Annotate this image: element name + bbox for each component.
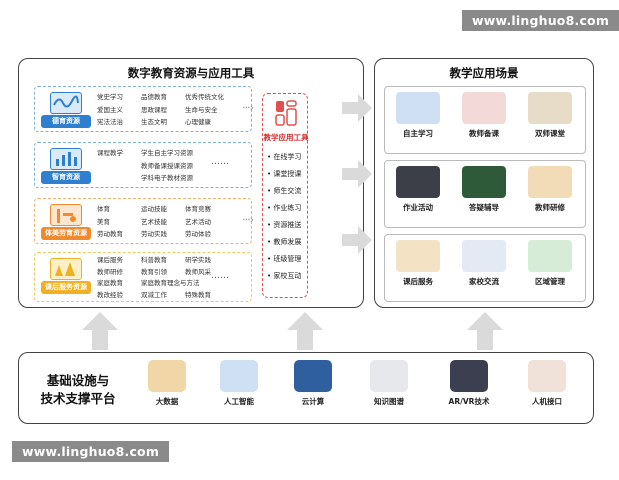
tool-item: 师生交流 [267, 186, 301, 196]
ai-icon [220, 360, 258, 392]
after-school-resource-icon: 课后服务资源 [41, 258, 91, 294]
tool-item: 课堂授课 [267, 169, 301, 179]
regional-management-icon [528, 240, 572, 272]
tool-item: 教师发展 [267, 237, 301, 247]
ar-vr-icon [450, 360, 488, 392]
tutoring-icon [462, 166, 506, 198]
resource-after-school: 课后服务资源 课后服务科普教育研学实践 教师研修教育引领教师风采 家庭教育家庭教… [34, 252, 252, 302]
pe-art-labor-resource-icon: 体美劳育资源 [41, 204, 91, 240]
scene-dual-teacher: 双师课堂 [518, 92, 582, 139]
lesson-prep-icon [462, 92, 506, 124]
self-study-icon [396, 92, 440, 124]
tools-title: 教学应用工具 [263, 133, 309, 142]
scene-lesson-prep: 教师备课 [452, 92, 516, 139]
dotted-arrow-icon: ···› [242, 101, 254, 114]
tool-item: 家校互动 [267, 271, 301, 281]
resource-label: 德育资源 [41, 115, 91, 128]
teaching-tools-box: 教学应用工具 在线学习 课堂授课 师生交流 作业练习 资源推送 教师发展 班级管… [262, 93, 309, 298]
resource-pe-art-labor: 体美劳育资源 体育运动技能体育竞赛 美育艺术技能艺术活动 劳动教育劳动实践劳动体… [34, 198, 254, 244]
after-school-icon [396, 240, 440, 272]
tool-item: 在线学习 [267, 152, 301, 162]
resource-label: 智育资源 [41, 171, 91, 184]
resource-items: 课程教学学生自主学习资源 教师备课授课资源 学科电子教材资源 [97, 149, 193, 182]
big-data-icon [148, 360, 186, 392]
resource-intellectual: 智育资源 课程教学学生自主学习资源 教师备课授课资源 学科电子教材资源 …… [34, 142, 252, 188]
dotted-arrow-icon: ···› [242, 213, 254, 226]
infrastructure-title: 基础设施与技术支撑平台 [40, 373, 116, 406]
human-machine-interface-icon [528, 360, 566, 392]
ellipsis: …… [211, 157, 229, 167]
ellipsis: …… [211, 271, 229, 281]
base-ai: 人工智能 [206, 360, 272, 407]
scene-regional: 区域管理 [518, 240, 582, 287]
base-big-data: 大数据 [134, 360, 200, 407]
up-arrow-icon [467, 312, 503, 350]
tool-item: 资源推送 [267, 220, 301, 230]
homework-icon [396, 166, 440, 198]
scene-homework: 作业活动 [386, 166, 450, 213]
base-ar-vr: AR/VR技术 [436, 360, 502, 407]
home-school-icon [462, 240, 506, 272]
right-arrow-icon [342, 160, 372, 188]
resource-items: 体育运动技能体育竞赛 美育艺术技能艺术活动 劳动教育劳动实践劳动体验 [97, 205, 211, 238]
tool-item: 作业练习 [267, 203, 301, 213]
intellectual-resource-icon: 智育资源 [41, 148, 91, 184]
teacher-training-icon [528, 166, 572, 198]
scene-self-study: 自主学习 [386, 92, 450, 139]
resource-label: 课后服务资源 [41, 281, 91, 294]
watermark-bottom: www.linghuo8.com [12, 441, 170, 462]
resource-label: 体美劳育资源 [41, 227, 91, 240]
resource-moral: 德育资源 党史学习品德教育优秀传统文化 爱国主义思政课程生命与安全 宪法法治生态… [34, 86, 254, 132]
watermark-top: www.linghuo8.com [462, 10, 619, 31]
scene-after-school: 课后服务 [386, 240, 450, 287]
scene-teacher-training: 教师研修 [518, 166, 582, 213]
tools-icon [275, 100, 297, 126]
scene-home-school: 家校交流 [452, 240, 516, 287]
resource-items: 党史学习品德教育优秀传统文化 爱国主义思政课程生命与安全 宪法法治生态文明心理健… [97, 93, 224, 126]
right-arrow-icon [342, 94, 372, 122]
base-hci: 人机接口 [514, 360, 580, 407]
base-knowledge-graph: 知识图谱 [356, 360, 422, 407]
resources-panel-title: 数字教育资源与应用工具 [127, 66, 255, 80]
scene-tutoring: 答疑辅导 [452, 166, 516, 213]
dual-teacher-classroom-icon [528, 92, 572, 124]
resource-items: 课后服务科普教育研学实践 教师研修教育引领教师风采 家庭教育家庭教育理念与方法 … [97, 256, 211, 299]
scenarios-panel-title: 教学应用场景 [449, 66, 519, 80]
right-arrow-icon [342, 226, 372, 254]
horizontal-arrows [342, 94, 372, 254]
up-arrow-icon [82, 312, 118, 350]
up-arrow-icon [287, 312, 323, 350]
base-cloud: 云计算 [280, 360, 346, 407]
moral-resource-icon: 德育资源 [41, 92, 91, 128]
tool-item: 班级管理 [267, 254, 301, 264]
knowledge-graph-icon [370, 360, 408, 392]
cloud-computing-icon [294, 360, 332, 392]
